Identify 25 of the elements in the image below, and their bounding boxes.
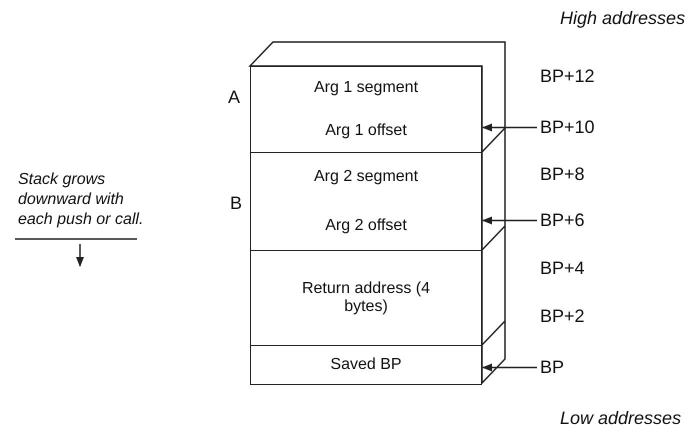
offset-label: BP+6: [540, 210, 585, 231]
block-text: Arg 1 segment: [314, 79, 418, 98]
arrow: [482, 216, 537, 224]
stack-block: [250, 152, 482, 252]
block-text: Arg 2 offset: [325, 217, 407, 236]
block-text: Saved BP: [330, 356, 402, 374]
address-label: High addresses: [560, 8, 686, 29]
block-text: Arg 1 offset: [325, 122, 407, 140]
offset-label: BP: [540, 357, 564, 378]
block-letter: A: [228, 87, 240, 108]
stack-note: Stack grows downward with each push or call.: [18, 170, 144, 230]
arrow: [482, 364, 537, 372]
block-text: Return address (4 bytes): [301, 280, 431, 316]
stack-block: [250, 345, 482, 384]
offset-label: BP+12: [540, 66, 595, 87]
offset-label: BP+10: [540, 117, 595, 138]
offset-label: BP+4: [540, 258, 585, 279]
block-letter: B: [230, 193, 242, 214]
stack-block: [250, 250, 482, 346]
offset-label: BP+2: [540, 306, 585, 327]
address-label: Low addresses: [560, 408, 682, 429]
offset-label: BP+8: [540, 164, 585, 185]
block-text: Arg 2 segment: [314, 168, 418, 186]
arrow: [482, 124, 537, 132]
stack-block: [250, 66, 482, 154]
